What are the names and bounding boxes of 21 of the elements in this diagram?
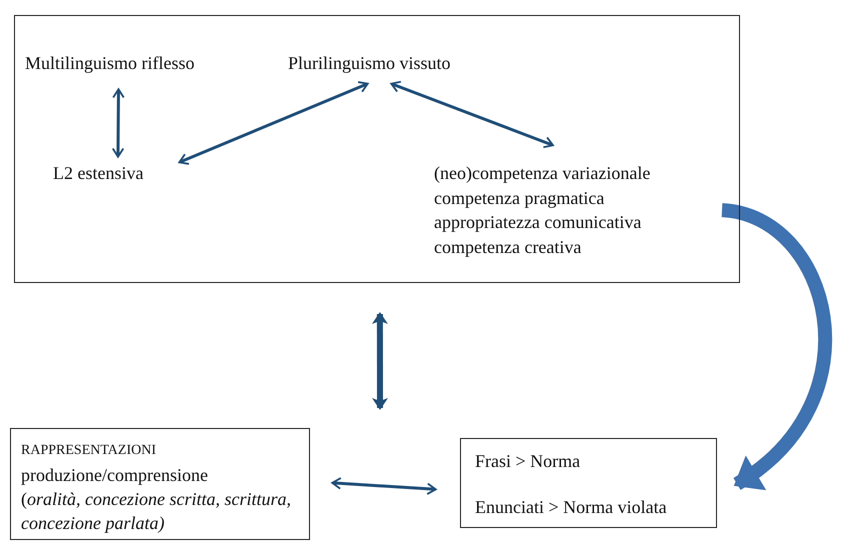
label-text: Plurilinguismo vissuto — [288, 52, 452, 75]
label-text: Frasi > Norma — [475, 450, 582, 473]
label-text: produzione/comprensione — [21, 464, 209, 487]
text-box — [10, 428, 310, 540]
label-text: L2 estensiva — [53, 162, 144, 185]
label-text: Multilinguismo riflesso — [25, 52, 196, 75]
arrow — [178, 81, 369, 165]
curved-arrow — [720, 203, 832, 490]
arrow — [331, 477, 437, 495]
arrow — [372, 312, 388, 410]
label-text: appropriatezza comunicativa — [434, 211, 642, 234]
heading: RAPPRESENTAZIONI — [21, 442, 157, 460]
arrow — [112, 88, 125, 158]
frame-box — [14, 15, 740, 283]
label-text: (neo)competenza variazionale — [434, 162, 652, 185]
text-box — [460, 438, 717, 528]
arrow — [390, 80, 554, 148]
label-text: Enunciati > Norma violata — [475, 496, 668, 519]
label-text: competenza pragmatica — [434, 186, 606, 210]
note: (oralità, concezione scritta, scrittura, concezione parlata) — [21, 488, 292, 535]
label-text: competenza creativa — [434, 236, 582, 259]
